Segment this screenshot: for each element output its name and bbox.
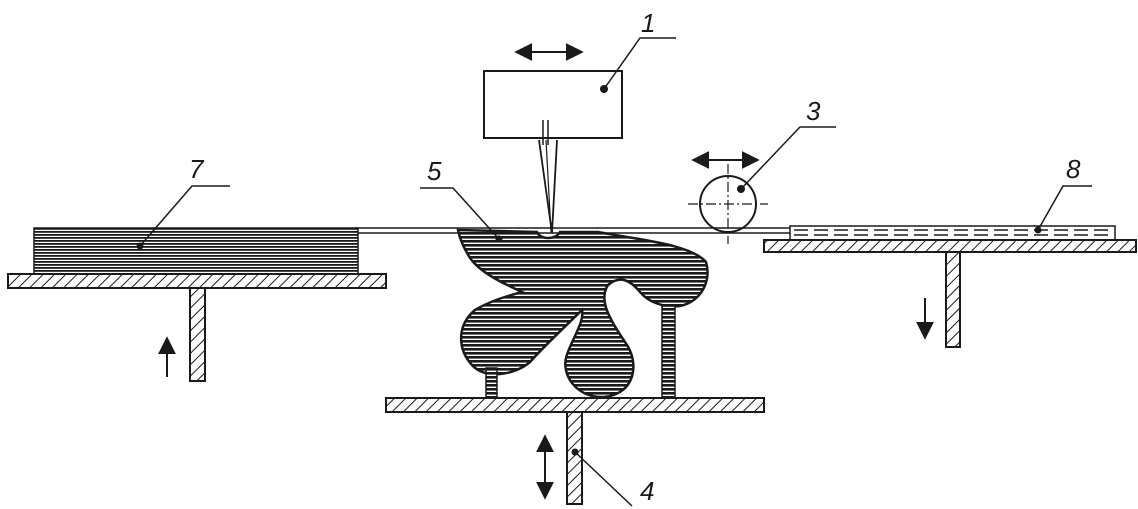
leader-line-7 [139, 185, 230, 247]
laser-head [483, 70, 623, 139]
label-roller: 3 [806, 96, 821, 126]
leader-line-4 [574, 451, 633, 507]
waste-platform [763, 239, 1137, 348]
leader-line-3 [740, 126, 836, 190]
build-platform [385, 397, 765, 505]
leader-line-1 [603, 37, 676, 90]
part-support-left [485, 367, 498, 399]
label-supply-stack: 7 [189, 154, 205, 184]
waste-stack [789, 225, 1116, 241]
roller [688, 164, 768, 244]
build-part [456, 228, 709, 399]
label-laser: 1 [641, 8, 655, 38]
leader-line-5 [420, 187, 500, 240]
part-support-right [661, 305, 676, 399]
supply-platform [7, 273, 387, 382]
supply-stack [33, 227, 359, 275]
leader-line-8 [1037, 185, 1092, 231]
label-waste-stack: 8 [1066, 154, 1081, 184]
label-platform: 4 [640, 476, 654, 506]
label-part: 5 [427, 156, 442, 186]
